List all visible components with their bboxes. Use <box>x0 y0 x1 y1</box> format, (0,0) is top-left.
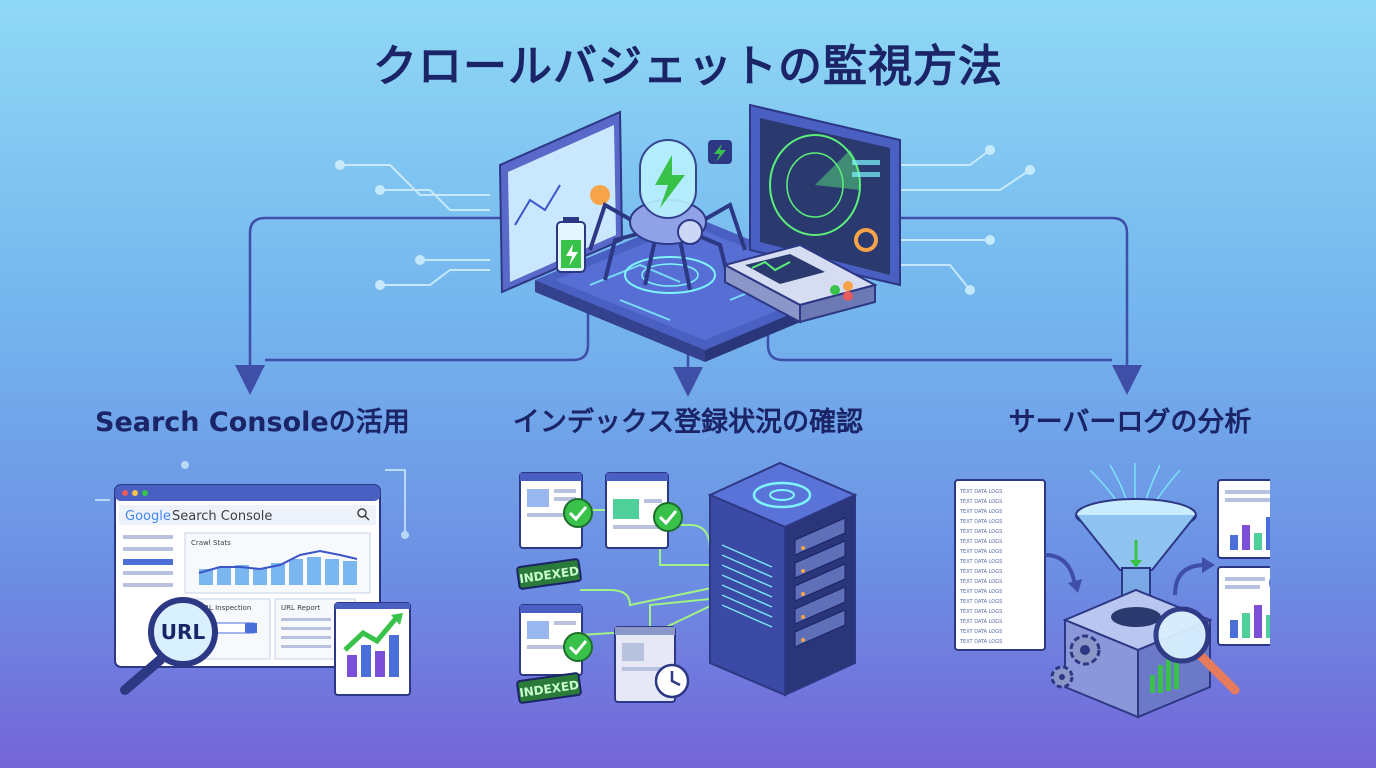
svg-text:TEXT DATA LOGS: TEXT DATA LOGS <box>959 499 1002 505</box>
hub-radar-monitor <box>749 103 901 287</box>
indexed-document-2 <box>605 472 683 549</box>
url-report-title: URL Report <box>281 604 321 612</box>
svg-text:TEXT DATA LOGS: TEXT DATA LOGS <box>959 629 1002 635</box>
report-bar-chart-1 <box>1217 479 1270 559</box>
gear-icon <box>1050 634 1101 689</box>
hub-platform <box>535 215 860 362</box>
svg-text:TEXT DATA LOGS: TEXT DATA LOGS <box>959 579 1002 585</box>
circuit-traces-left <box>335 160 490 290</box>
lightning-badge-icon <box>708 140 732 164</box>
section-label-search-console: Search Consoleの活用 <box>95 407 410 438</box>
svg-text:TEXT DATA LOGS: TEXT DATA LOGS <box>959 609 1002 615</box>
server-rack-icon <box>707 461 858 697</box>
svg-text:TEXT DATA LOGS: TEXT DATA LOGS <box>959 599 1002 605</box>
svg-text:TEXT DATA LOGS: TEXT DATA LOGS <box>959 619 1002 625</box>
svg-text:TEXT DATA LOGS: TEXT DATA LOGS <box>959 589 1002 595</box>
pending-document-clock-icon <box>614 626 690 703</box>
indexed-badge-2: INDEXED <box>516 672 582 704</box>
spider-robot-icon <box>588 139 747 291</box>
indexed-document-1 <box>519 472 593 549</box>
crawl-stats-title: Crawl Stats <box>191 539 231 547</box>
url-magnifier-icon: URL <box>120 597 218 695</box>
svg-text:TEXT DATA LOGS: TEXT DATA LOGS <box>959 559 1002 565</box>
svg-text:TEXT DATA LOGS: TEXT DATA LOGS <box>959 639 1002 645</box>
search-console-illustration: Google Search Console Crawl Stats URL In… <box>95 461 411 696</box>
indexed-badge-1: INDEXED <box>516 558 582 590</box>
server-log-illustration: TEXT DATA LOGS TEXT DATA LOGS TEXT DATA L… <box>954 463 1270 719</box>
svg-text:TEXT DATA LOGS: TEXT DATA LOGS <box>959 519 1002 525</box>
section-label-index-status: インデックス登録状況の確認 <box>512 407 864 438</box>
connector-arrows <box>235 216 1142 397</box>
svg-text:TEXT DATA LOGS: TEXT DATA LOGS <box>959 489 1002 495</box>
hub-control-panel <box>722 243 878 324</box>
svg-text:URL: URL <box>161 620 206 644</box>
svg-text:TEXT DATA LOGS: TEXT DATA LOGS <box>959 569 1002 575</box>
battery-icon <box>556 217 586 273</box>
url-inspection-title: URL Inspection <box>199 604 251 612</box>
report-pie-chart-2 <box>1217 566 1270 646</box>
circuit-traces-right <box>900 145 1035 295</box>
growth-chart-icon <box>334 602 411 696</box>
index-status-illustration: INDEXED INDEXED <box>516 461 858 704</box>
section-label-server-log: サーバーログの分析 <box>1008 407 1252 438</box>
page-title: クロールバジェットの監視方法 <box>373 41 1003 92</box>
search-console-product: Search Console <box>172 509 272 524</box>
log-file-icon: TEXT DATA LOGS TEXT DATA LOGS TEXT DATA L… <box>954 479 1046 651</box>
google-logo: Google <box>125 509 171 524</box>
magnifier-icon <box>1153 606 1240 695</box>
svg-text:TEXT DATA LOGS: TEXT DATA LOGS <box>959 539 1002 545</box>
indexed-document-3 <box>519 604 593 676</box>
svg-text:TEXT DATA LOGS: TEXT DATA LOGS <box>959 529 1002 535</box>
svg-text:TEXT DATA LOGS: TEXT DATA LOGS <box>959 509 1002 515</box>
search-icon <box>357 508 370 521</box>
svg-text:TEXT DATA LOGS: TEXT DATA LOGS <box>959 549 1002 555</box>
